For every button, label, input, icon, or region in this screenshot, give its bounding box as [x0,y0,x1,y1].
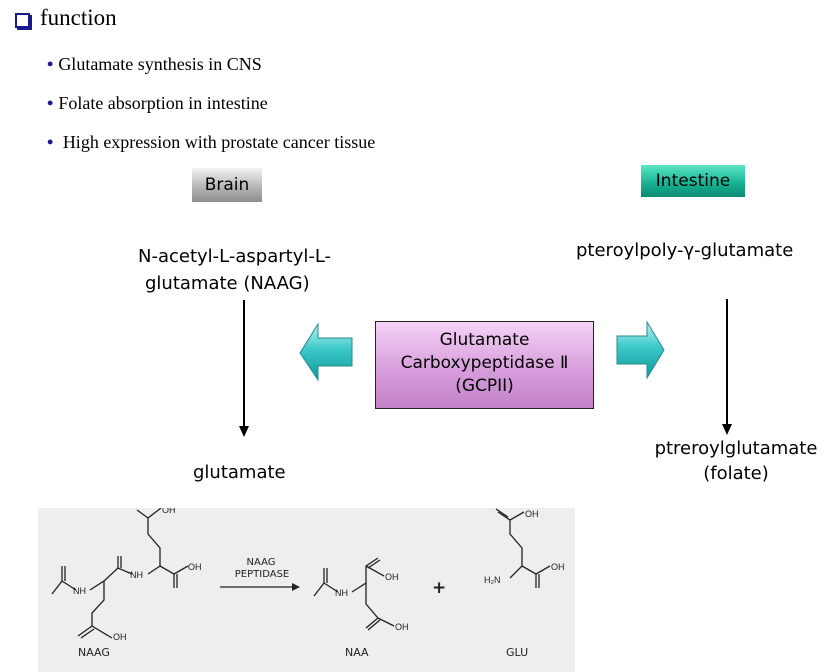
enzyme-name-line2: Carboxypeptidase Ⅱ [400,353,569,373]
naag-oh2-label: OH [188,562,202,572]
folate-label-line1: ptreroylglutamate [654,438,818,459]
bullet-dot-icon: • [47,54,54,74]
bullet-text: Folate absorption in intestine [58,93,268,113]
bullet-text: High expression with prostate cancer tis… [62,132,376,152]
bullet-item-2: •Folate absorption in intestine [47,93,268,114]
naa-oh1-label: OH [385,572,399,582]
naag-molecule-label: NAAG [78,646,110,659]
glu-oh2-label: OH [551,562,565,572]
naag-structure-icon [51,508,189,639]
glu-h2n-label: H₂N [484,575,501,585]
section-title: function [40,5,117,30]
bullet-dot-icon: • [47,132,54,152]
naag-oh1-label: OH [162,508,176,515]
bullet-item-1: •Glutamate synthesis in CNS [47,54,262,75]
bullet-item-3: • High expression with prostate cancer t… [47,132,375,153]
naa-molecule-label: NAA [345,646,369,659]
enzyme-name-line1: Glutamate [439,330,530,350]
naa-structure-icon [313,557,395,631]
naa-nh-label: NH [335,588,348,598]
enzyme-name-line3: (GCPII) [455,376,514,396]
reaction-scheme-panel: NH NH OH OH OH NH OH OH [38,508,575,672]
naag-name-line2: glutamate (NAAG) [145,273,310,294]
gcpii-enzyme-box: Glutamate Carboxypeptidase Ⅱ (GCPII) [375,321,594,409]
naag-name-line1: N-acetyl-L-aspartyl-L- [138,246,332,267]
bullet-dot-icon: • [47,93,54,113]
reaction-enzyme-line2: PEPTIDASE [234,569,290,580]
plus-sign: + [432,578,447,598]
naag-nh-label: NH [73,586,86,596]
reaction-arrow-icon [220,583,300,591]
glu-molecule-label: GLU [506,646,529,659]
left-block-arrow-icon [299,322,353,382]
reaction-enzyme-line1: NAAG [246,557,276,568]
naag-oh3-label: OH [113,632,127,642]
glu-structure-icon [495,508,551,588]
brain-label: Brain [192,168,262,202]
right-block-arrow-icon [616,320,665,380]
naa-oh2-label: OH [395,622,409,632]
intestine-label: Intestine [641,165,745,197]
folate-label-line2: (folate) [703,463,769,484]
naag-nh2-label: NH [130,570,143,580]
checkbox-bullet-icon [15,13,30,28]
pteroylpoly-glutamate-label: pteroylpoly-γ-glutamate [576,240,794,261]
bullet-text: Glutamate synthesis in CNS [58,54,262,74]
glu-oh1-label: OH [525,509,539,519]
naag-to-glutamate-arrow-icon [239,300,249,437]
glutamate-label: glutamate [193,462,286,483]
reaction-structures: NH NH OH OH OH NH OH OH [51,508,565,642]
pteroyl-to-folate-arrow-icon [722,299,732,435]
